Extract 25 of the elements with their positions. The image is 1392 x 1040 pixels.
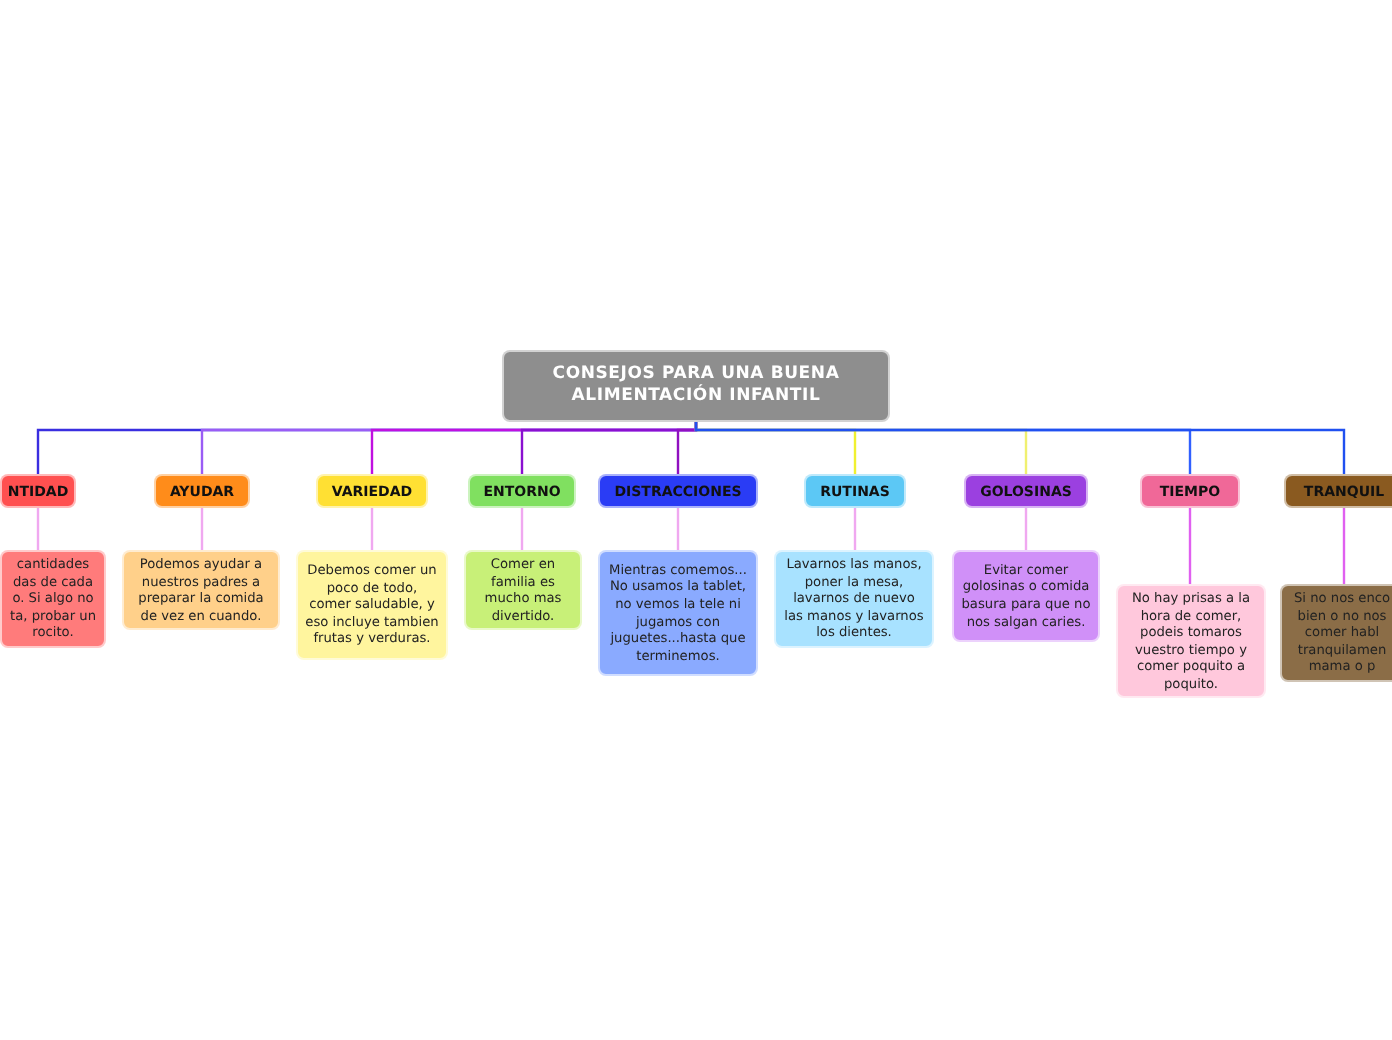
category-box <box>468 474 576 508</box>
title-box <box>502 350 890 422</box>
category-box <box>0 474 76 508</box>
category-box <box>1140 474 1240 508</box>
note-box <box>464 550 582 631</box>
note-box <box>1116 584 1266 699</box>
connector-line <box>370 508 374 550</box>
connector-line <box>676 508 680 550</box>
connector-line <box>694 422 1346 474</box>
connector-line <box>1188 508 1192 584</box>
connector-line <box>1024 508 1028 550</box>
category-box <box>1284 474 1392 508</box>
connector-line <box>200 508 204 550</box>
category-box <box>154 474 250 508</box>
category-box <box>804 474 906 508</box>
category-box <box>964 474 1088 508</box>
note-box <box>122 550 280 631</box>
connector-line <box>520 508 524 550</box>
category-box <box>316 474 428 508</box>
title-text: CONSEJOS PARA UNA BUENA ALIMENTACIÓN INFANTIL <box>550 363 842 409</box>
note-box <box>1280 584 1392 682</box>
connector-line <box>853 508 857 550</box>
connector-line <box>1342 508 1346 584</box>
category-box <box>598 474 758 508</box>
connector-line <box>36 508 40 550</box>
